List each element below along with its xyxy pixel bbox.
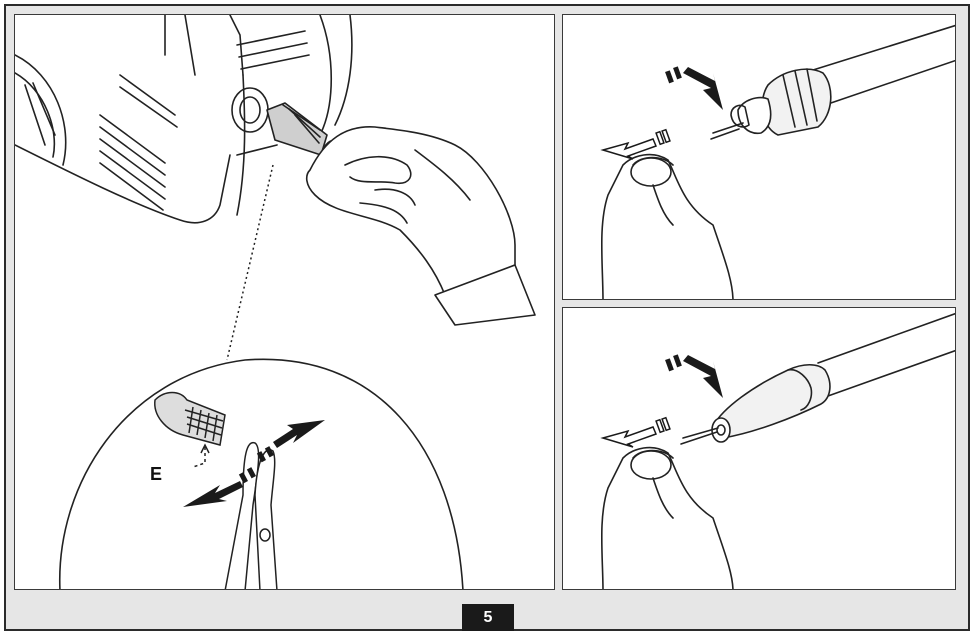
callout-label-e: E bbox=[150, 464, 162, 485]
lance-nozzle-cleaning-illustration bbox=[563, 15, 956, 300]
panel-main-illustration: E bbox=[14, 14, 555, 590]
panel-lance-nozzle bbox=[562, 14, 956, 300]
lance-tip-cleaning-illustration bbox=[563, 308, 956, 590]
panel-lance-tip bbox=[562, 307, 956, 590]
machine-filter-illustration bbox=[15, 15, 555, 590]
step-number-badge: 5 bbox=[462, 604, 514, 631]
